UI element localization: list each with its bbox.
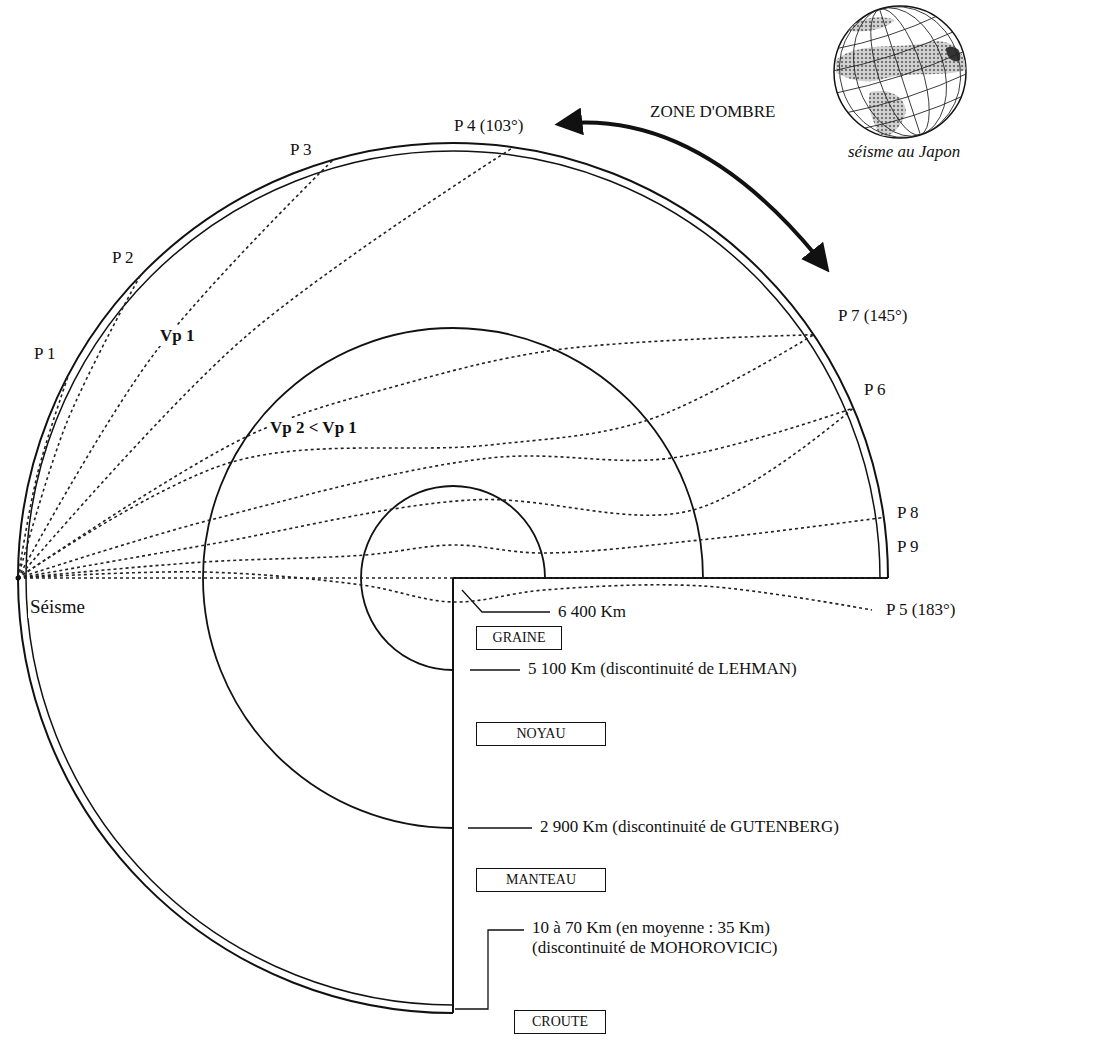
station-label: P 2 [110, 248, 136, 268]
annotation-label: Séisme [28, 596, 87, 618]
seismic-ray [18, 517, 884, 578]
seismic-ray [18, 147, 514, 578]
leader-line [462, 590, 550, 612]
layer-name-box: GRAINE [476, 626, 562, 650]
annotation-label: séisme au Japon [846, 142, 962, 162]
annotation-label: 6 400 Km [556, 602, 628, 622]
seismic-ray [18, 374, 69, 578]
layer-name-box: NOYAU [476, 722, 606, 746]
station-label: P 3 [288, 140, 314, 160]
focus-point [16, 576, 21, 581]
station-label: P 8 [895, 503, 921, 523]
leader-line [468, 827, 532, 828]
seismic-ray [18, 572, 872, 610]
annotation-label: 2 900 Km (discontinuité de GUTENBERG) [538, 817, 841, 837]
leader-line [455, 930, 524, 1009]
seismic-ray [18, 408, 853, 578]
seismic-ray [18, 408, 853, 578]
annotation-label: 5 100 Km (discontinuité de LEHMAN) [526, 659, 799, 679]
station-label: P 5 (183°) [884, 600, 957, 620]
annotation-label: Vp 2 < Vp 1 [268, 418, 359, 438]
seismic-ray [18, 335, 814, 578]
leader-line [470, 669, 520, 670]
crust-outer [18, 143, 888, 1013]
globe-inset [811, 0, 989, 162]
station-label: P 4 (103°) [452, 116, 525, 136]
station-label: P 1 [32, 344, 58, 364]
seismic-ray [18, 335, 814, 578]
layer-name: CROUTE [525, 1013, 595, 1031]
section-edge [452, 578, 454, 1013]
layer-name-box: MANTEAU [476, 868, 606, 892]
layer-name: MANTEAU [487, 871, 595, 889]
shadow-zone-arrow [560, 123, 826, 268]
annotation-label: ZONE D'OMBRE [648, 102, 777, 122]
layer-name: GRAINE [487, 629, 551, 647]
seismic-ray [18, 276, 140, 578]
seismic-ray [18, 577, 888, 579]
station-label: P 6 [862, 380, 888, 400]
layer-name-box: CROUTE [514, 1010, 606, 1034]
station-label: P 7 (145°) [836, 306, 909, 326]
station-label: P 9 [895, 537, 921, 557]
seismic-ray [18, 160, 333, 578]
annotation-label: Vp 1 [158, 326, 196, 346]
annotation-label: 10 à 70 Km (en moyenne : 35 Km) (discont… [530, 918, 864, 957]
layer-name: NOYAU [487, 725, 595, 743]
